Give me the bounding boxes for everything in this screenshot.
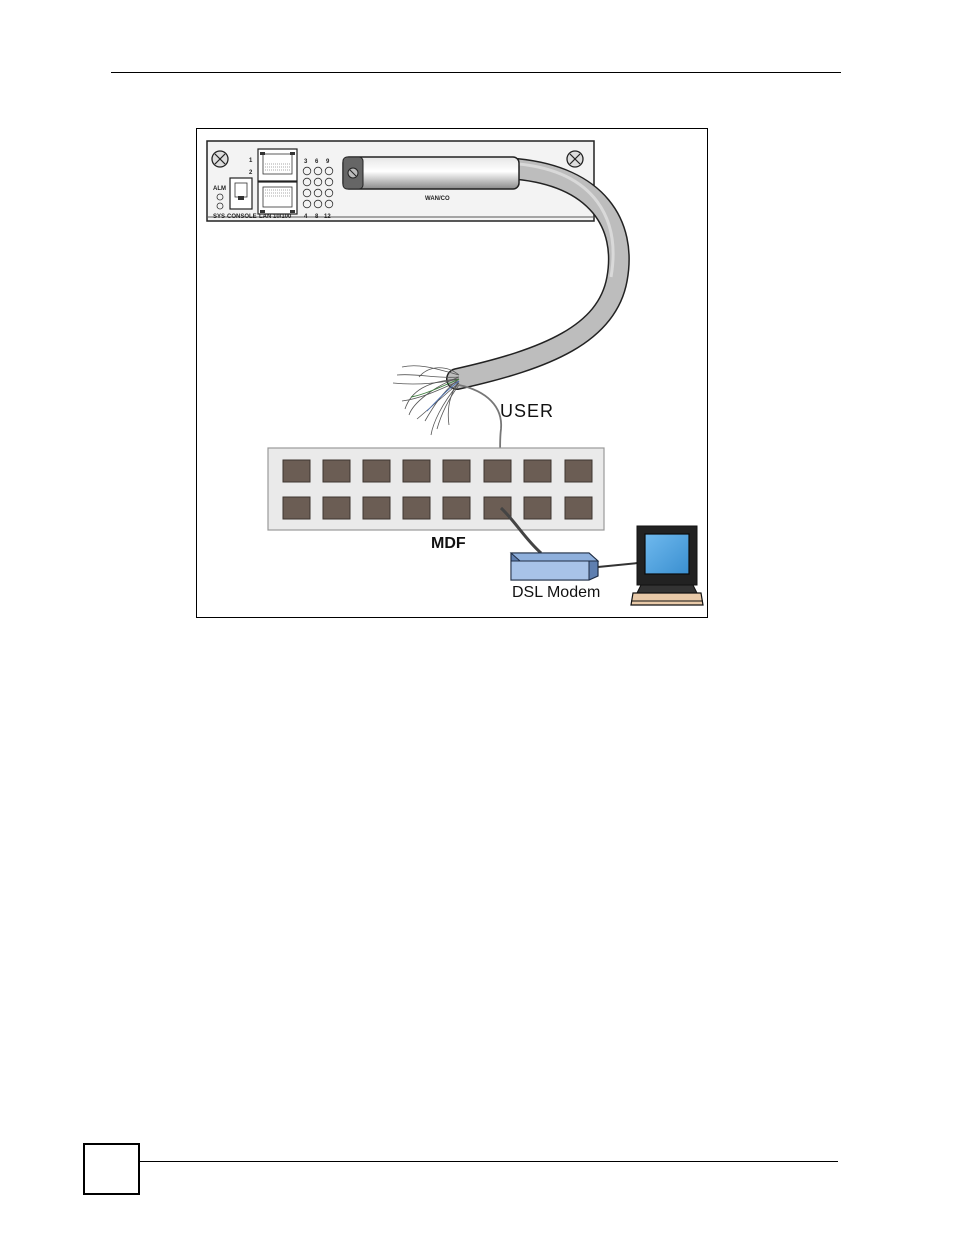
- dsl-modem-label: DSL Modem: [512, 584, 600, 601]
- sys-led: [216, 202, 224, 210]
- computer-icon: [630, 525, 704, 606]
- lan-port-2-label: 2: [249, 170, 253, 176]
- connection-diagram: ALM SYS CONSOLE 1 2: [206, 140, 704, 606]
- mdf-label: MDF: [431, 535, 466, 552]
- led-label-4: 4: [304, 214, 308, 220]
- mdf-modem-wire: [499, 506, 542, 555]
- frayed-wires-colored: [410, 378, 460, 412]
- lan-port-lower: [257, 181, 298, 215]
- modem-computer-wire: [597, 562, 639, 568]
- alm-led: [216, 193, 224, 201]
- mdf-block: [267, 447, 605, 531]
- telco-connector: [342, 156, 520, 190]
- sys-label: SYS: [213, 214, 225, 220]
- telco-cable: [446, 158, 630, 390]
- footer-rule: [138, 1161, 838, 1162]
- led-label-6: 6: [315, 159, 319, 165]
- alm-label: ALM: [213, 186, 226, 192]
- led-label-9: 9: [326, 159, 330, 165]
- dsl-modem: [509, 552, 600, 581]
- screw-icon: [211, 150, 229, 168]
- header-rule: [111, 72, 841, 73]
- lan-port-upper: [257, 148, 298, 182]
- screw-icon: [566, 150, 584, 168]
- port-led-grid: [302, 166, 334, 209]
- user-label: USER: [500, 401, 554, 421]
- console-label: CONSOLE: [227, 214, 257, 220]
- led-label-12: 12: [324, 214, 331, 220]
- frayed-wires: [392, 365, 460, 436]
- connector-label: WAN/CO: [425, 196, 450, 202]
- lan-label: LAN 10/100: [259, 214, 292, 220]
- lan-port-1-label: 1: [249, 158, 253, 164]
- page-number-box: [83, 1143, 140, 1195]
- connection-diagram-figure: ALM SYS CONSOLE 1 2: [196, 128, 708, 618]
- led-label-8: 8: [315, 214, 319, 220]
- console-port: [229, 177, 253, 210]
- led-label-3: 3: [304, 159, 308, 165]
